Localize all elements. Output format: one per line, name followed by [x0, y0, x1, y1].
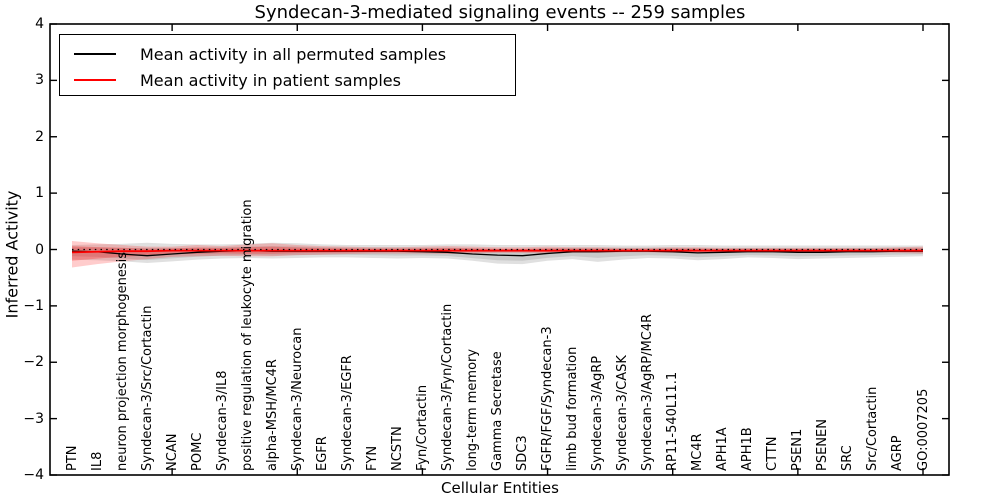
legend-label-patient: Mean activity in patient samples	[140, 70, 401, 90]
y-tick-label: 1	[35, 185, 44, 202]
y-tick-label: −3	[23, 410, 44, 427]
x-category-label: FYN	[364, 445, 380, 471]
legend-entry-patient: Mean activity in patient samples	[74, 67, 515, 93]
x-category-label: Syndecan-3/IL8	[214, 370, 230, 471]
legend-label-permuted: Mean activity in all permuted samples	[140, 44, 447, 64]
x-category-label: NCSTN	[389, 426, 405, 471]
permuted-mean-line	[71, 249, 923, 257]
y-tick-label: 2	[35, 128, 44, 145]
x-category-label: MC4R	[690, 433, 706, 471]
x-category-label: APH1A	[715, 427, 731, 471]
x-category-label: PTN	[64, 445, 80, 471]
x-category-label: RP11-540L11.1	[665, 371, 681, 471]
x-category-label: Src/Cortactin	[865, 386, 881, 471]
x-category-label: PSENEN	[815, 419, 831, 471]
x-category-label: FGFR/FGF/Syndecan-3	[540, 326, 556, 471]
y-tick-label: 3	[35, 72, 44, 89]
x-category-label: SDC3	[515, 435, 531, 471]
y-tick-label: 4	[35, 16, 44, 32]
x-category-label: EGFR	[314, 436, 330, 471]
x-category-label: Syndecan-3/Neurocan	[289, 327, 305, 471]
x-category-label: Fyn/Cortactin	[414, 384, 430, 471]
patient-line-sample	[74, 79, 116, 81]
x-category-label: AGRP	[890, 435, 906, 471]
x-category-label: IL8	[89, 451, 105, 471]
x-category-label: positive regulation of leukocyte migrati…	[239, 199, 255, 471]
x-category-label: Syndecan-3/CASK	[615, 355, 631, 471]
legend: Mean activity in all permuted samples Me…	[59, 34, 516, 96]
legend-entry-permuted: Mean activity in all permuted samples	[74, 41, 515, 67]
x-category-label: Syndecan-3/Fyn/Cortactin	[439, 303, 455, 471]
x-category-label: APH1B	[740, 427, 756, 471]
y-tick-label: 0	[35, 241, 44, 258]
x-category-label: POMC	[189, 432, 205, 471]
y-tick-label: −4	[23, 467, 44, 483]
x-category-label: Gamma Secretase	[490, 351, 505, 471]
x-category-label: Syndecan-3/EGFR	[339, 355, 355, 471]
y-tick-label: −1	[23, 297, 44, 314]
permuted-confidence-band-outer	[72, 242, 923, 265]
x-category-label: Syndecan-3/Src/Cortactin	[139, 305, 155, 471]
x-category-label: alpha-MSH/MC4R	[264, 359, 280, 471]
x-category-label: CTTN	[765, 436, 781, 471]
patient-confidence-band-outer	[72, 241, 923, 268]
x-category-label: Syndecan-3/AgRP/MC4R	[640, 313, 656, 471]
x-category-label: neuron projection morphogenesis	[114, 252, 130, 471]
y-tick-label: −2	[23, 354, 44, 371]
permuted-line-sample	[74, 53, 116, 55]
x-category-label: Syndecan-3/AgRP	[590, 355, 606, 471]
x-category-label: GO:0007205	[915, 388, 931, 471]
x-category-label: limb bud formation	[565, 346, 581, 471]
x-category-label: long-term memory	[464, 348, 480, 471]
chart-title: Syndecan-3-mediated signaling events -- …	[254, 2, 746, 23]
patient-mean-line	[71, 249, 923, 254]
x-category-label: SRC	[840, 445, 856, 471]
x-axis-label: Cellular Entities	[441, 479, 559, 497]
x-category-label: PSEN1	[790, 428, 806, 471]
x-category-label: NCAN	[164, 433, 180, 471]
